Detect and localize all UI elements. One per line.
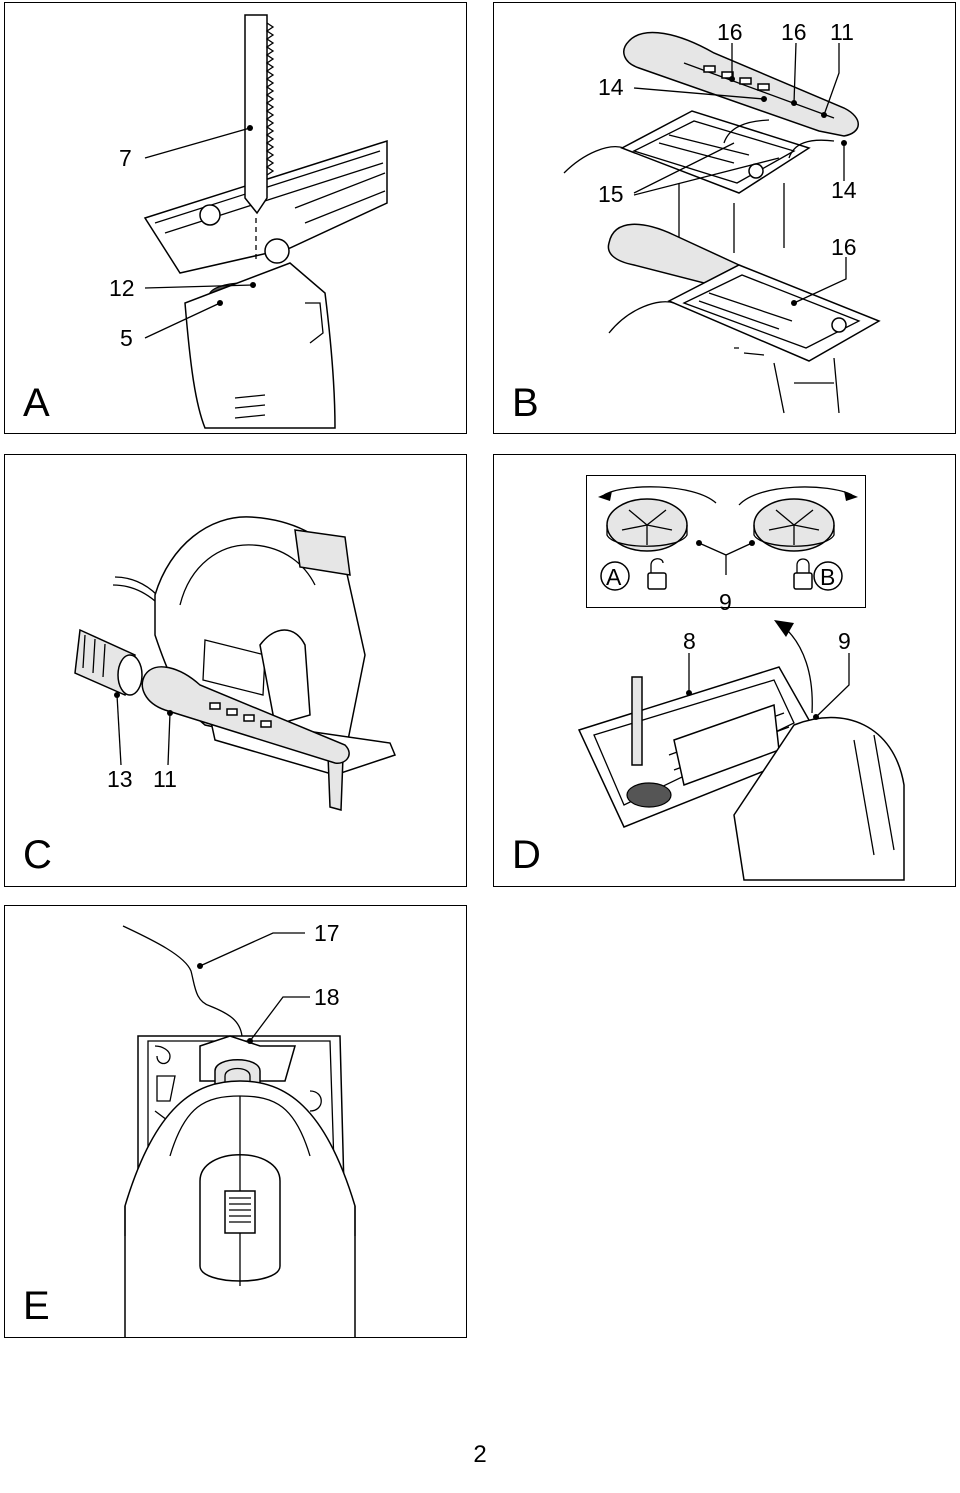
callout-8: 8 (683, 628, 696, 654)
callout-16-top-left: 16 (717, 19, 743, 45)
callout-14-lower: 14 (831, 177, 857, 203)
figure-letter-d: D (512, 833, 541, 877)
callout-9: 9 (838, 628, 851, 654)
callout-11: 11 (153, 766, 177, 792)
figure-e-panel: 17 18 E (4, 905, 467, 1338)
lock-knob-inset (586, 475, 866, 608)
inset-label-b: B (820, 564, 836, 590)
callout-16-lower: 16 (831, 234, 857, 260)
vacuum-hose-connection-drawing (74, 516, 397, 811)
callout-15: 15 (598, 181, 624, 207)
dust-extraction-adapter-drawing (563, 31, 881, 414)
callout-12: 12 (109, 275, 135, 301)
callout-14-upper: 14 (598, 74, 624, 100)
figure-letter-b: B (512, 381, 539, 425)
callout-7: 7 (119, 145, 132, 171)
inset-label-a: A (606, 564, 622, 590)
figure-c-panel: 13 11 C (4, 454, 467, 887)
callout-5: 5 (120, 325, 133, 351)
figure-letter-e: E (23, 1284, 50, 1328)
inset-callout-9: 9 (719, 589, 732, 615)
figure-d-panel: A B 9 8 9 D (493, 454, 956, 887)
callout-13: 13 (107, 766, 133, 792)
figure-b-panel: 16 16 11 14 15 14 16 B (493, 2, 956, 434)
blade-clamp-drawing (577, 486, 905, 881)
page-number: 2 (473, 1441, 487, 1468)
callout-16-top-middle: 16 (781, 19, 807, 45)
jigsaw-blade-insertion-drawing (143, 14, 388, 429)
callout-18: 18 (314, 984, 340, 1010)
cutting-line-guide-drawing (122, 925, 356, 1337)
callout-17: 17 (314, 920, 340, 946)
callout-11: 11 (830, 19, 854, 45)
figure-letter-a: A (23, 381, 50, 425)
figure-letter-c: C (23, 833, 52, 877)
figure-a-panel: 7 12 5 A (4, 2, 467, 434)
